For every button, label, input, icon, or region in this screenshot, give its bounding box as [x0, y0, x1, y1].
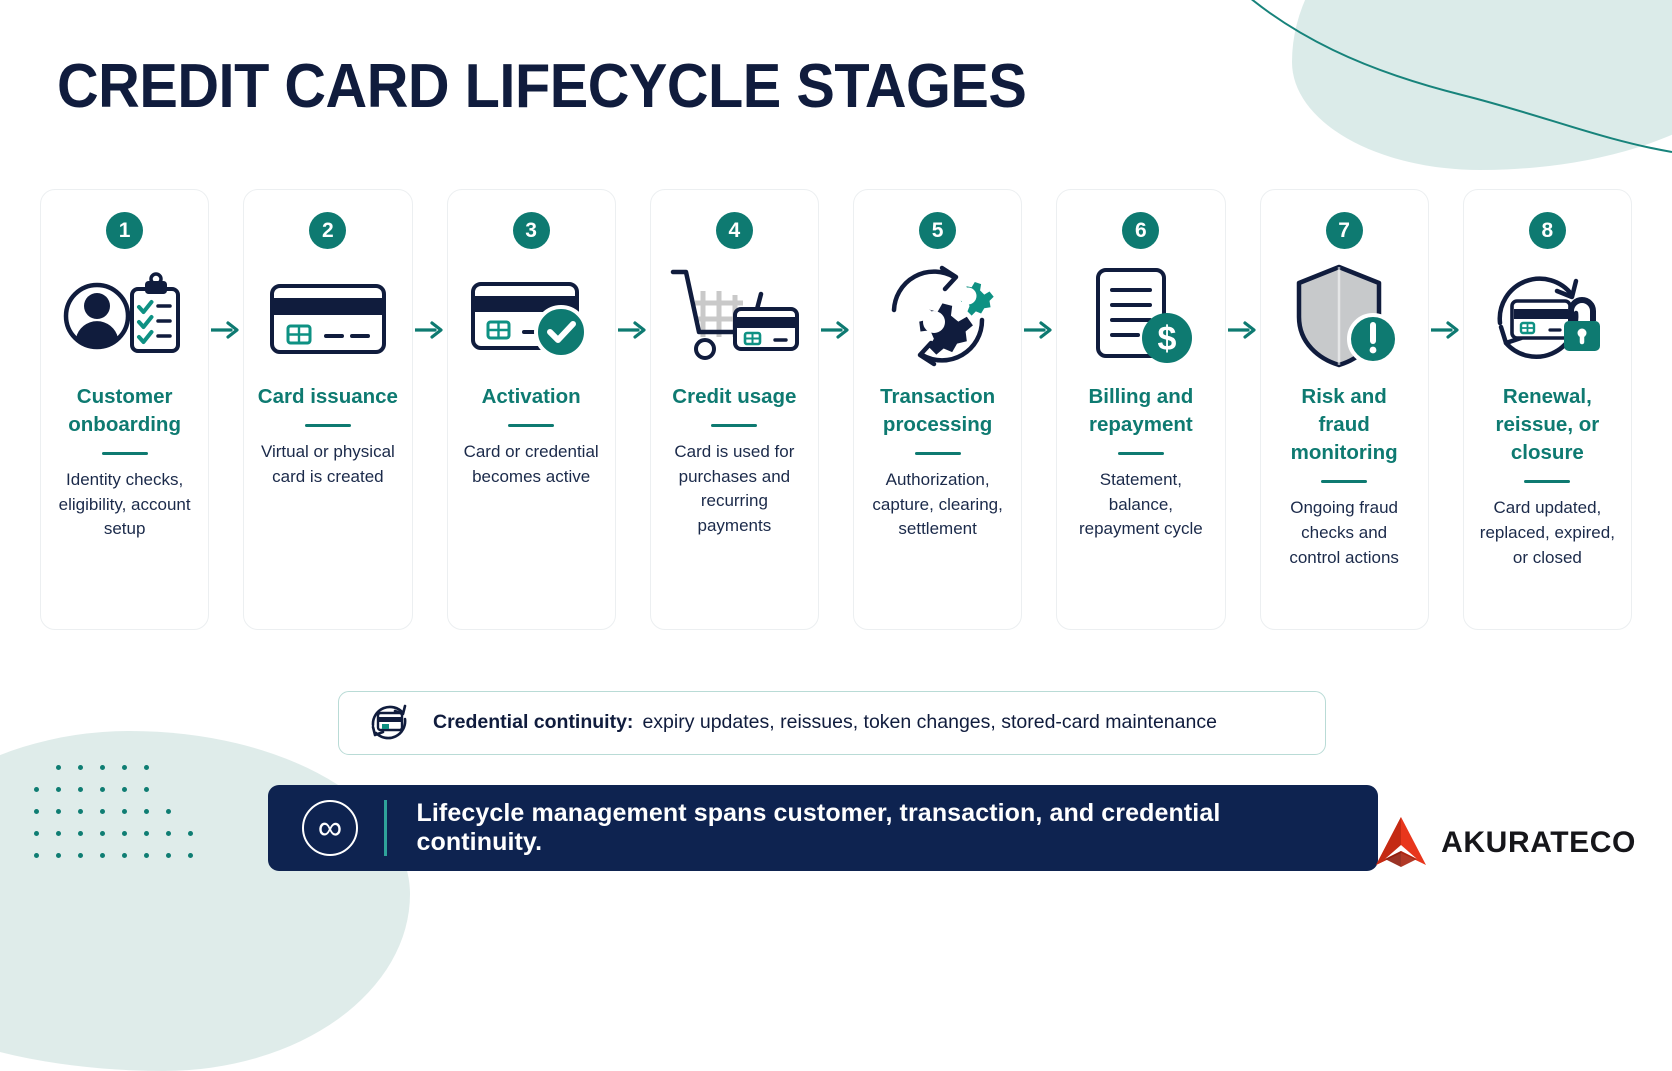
stage-divider — [914, 452, 961, 456]
stage-number-badge: 1 — [106, 212, 144, 249]
stage-divider — [1524, 480, 1571, 484]
shield-alert-icon — [1271, 249, 1418, 383]
akurateco-wordmark: AKURATECO — [1441, 826, 1636, 859]
stage-number-badge: 2 — [309, 212, 347, 249]
stage-title: Customer onboarding — [68, 385, 181, 437]
stage-divider — [304, 424, 351, 428]
akurateco-logo: AKURATECO — [1374, 815, 1636, 871]
stage-title: Billing and repayment — [1088, 385, 1194, 437]
stage-title: Activation — [481, 385, 581, 408]
stage-card-6[interactable]: 6 $ Billing and repayment Statement, bal… — [1056, 189, 1226, 630]
stage-title: Credit usage — [672, 385, 797, 408]
stage-number-badge: 7 — [1325, 212, 1363, 249]
stage-number-badge: 5 — [919, 212, 957, 249]
stage-title: Transaction processing — [880, 385, 996, 437]
flow-arrow-5 — [1022, 189, 1056, 630]
flow-arrow-3 — [616, 189, 650, 630]
decor-dot-grid — [34, 765, 214, 885]
stage-card-1[interactable]: 1 Customer onboarding Identit — [40, 189, 210, 630]
flow-arrow-4 — [819, 189, 853, 630]
stage-description: Card is used for purchases and recurring… — [674, 442, 795, 535]
stage-divider — [101, 452, 148, 456]
flow-arrow-1 — [209, 189, 243, 630]
person-clipboard-icon — [51, 249, 198, 383]
stage-title: Card issuance — [257, 385, 398, 408]
svg-text:$: $ — [1157, 320, 1176, 358]
card-refresh-icon — [361, 697, 417, 750]
decor-blob-top-right — [1292, 0, 1672, 170]
stage-description: Ongoing fraud checks and control actions — [1289, 498, 1399, 567]
stage-number-badge: 3 — [512, 212, 550, 249]
stage-divider — [508, 424, 555, 428]
stage-description: Virtual or physical card is created — [260, 442, 395, 486]
stage-description: Card updated, replaced, expired, or clos… — [1479, 498, 1615, 567]
stage-title: Risk and fraud monitoring — [1290, 385, 1398, 465]
card-refresh-lock-icon — [1474, 249, 1621, 383]
lifecycle-stage-row: 1 Customer onboarding Identit — [40, 189, 1632, 630]
flow-arrow-7 — [1429, 189, 1463, 630]
banner-divider — [384, 800, 387, 856]
continuity-detail: expiry updates, reissues, token changes,… — [642, 711, 1217, 734]
summary-banner: ∞ Lifecycle management spans customer, t… — [268, 785, 1378, 871]
continuity-text: Credential continuity: expiry updates, re… — [433, 713, 1217, 733]
stage-card-8[interactable]: 8 Renewal, reissue, or closure Card upda… — [1462, 189, 1632, 630]
stage-number-badge: 6 — [1122, 212, 1160, 249]
credential-continuity-bar: Credential continuity: expiry updates, re… — [338, 691, 1326, 755]
stage-divider — [711, 424, 758, 428]
akurateco-arrow-mark — [1374, 815, 1428, 871]
stage-card-7[interactable]: 7 Risk and fraud monitoring Ongoing frau… — [1259, 189, 1429, 630]
decor-blob-bottom-left — [0, 731, 410, 1071]
stage-card-4[interactable]: 4 Credit usage Card is used for purchase… — [649, 189, 819, 630]
stage-number-badge: 4 — [715, 212, 753, 249]
stage-description: Card or credential becomes active — [463, 442, 599, 486]
stage-number-badge: 8 — [1528, 212, 1566, 249]
gears-cycle-icon — [864, 249, 1011, 383]
stage-description: Identity checks, eligibility, account se… — [58, 470, 191, 539]
stage-divider — [1321, 480, 1368, 484]
credit-card-icon — [254, 249, 401, 383]
stage-description: Statement, balance, repayment cycle — [1078, 470, 1203, 539]
stage-title: Renewal, reissue, or closure — [1495, 385, 1600, 465]
stage-card-2[interactable]: 2 Card issuance Virtual or physical card… — [243, 189, 413, 630]
infinity-icon: ∞ — [302, 800, 358, 856]
shopping-cart-card-icon — [661, 249, 808, 383]
card-check-icon — [458, 249, 605, 383]
decor-wave-top-right — [1251, 0, 1672, 153]
flow-arrow-6 — [1226, 189, 1260, 630]
stage-description: Authorization, capture, clearing, settle… — [872, 470, 1003, 539]
page-title: CREDIT CARD LIFECYCLE STAGES — [57, 52, 1027, 121]
statement-dollar-icon: $ — [1067, 249, 1214, 383]
stage-card-5[interactable]: 5 Transaction processing Authorization, … — [853, 189, 1023, 630]
stage-card-3[interactable]: 3 Activation Card or credential becomes … — [446, 189, 616, 630]
stage-divider — [1117, 452, 1164, 456]
continuity-label: Credential continuity: — [433, 711, 634, 734]
flow-arrow-2 — [413, 189, 447, 630]
banner-text: Lifecycle management spans customer, tra… — [416, 799, 1221, 856]
